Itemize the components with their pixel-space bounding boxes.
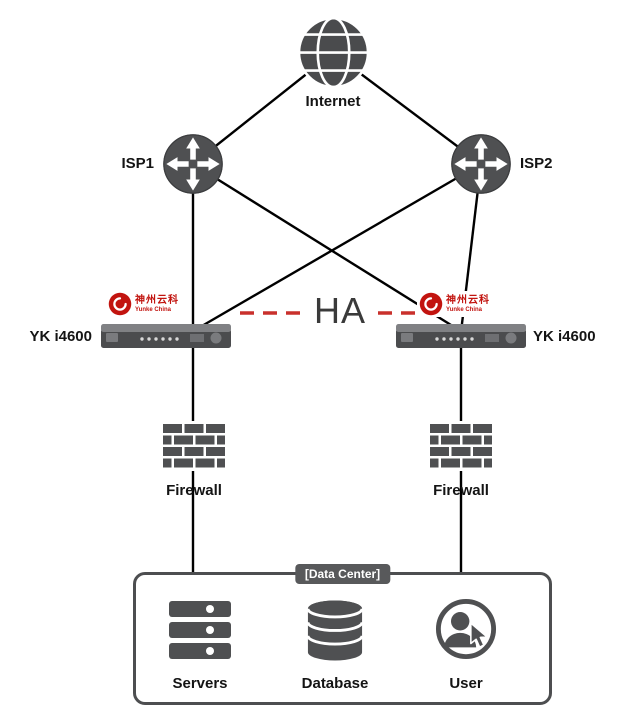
isp2-label: ISP2	[520, 155, 553, 172]
datacenter-badge: [Data Center]	[294, 564, 391, 584]
internet-globe-icon	[297, 16, 370, 89]
isp2-router-icon	[451, 134, 511, 194]
firewall-right-label: Firewall	[433, 482, 489, 499]
internet-label: Internet	[305, 93, 361, 110]
yunke-logo-right: 神州云科 Yunke China	[417, 291, 492, 317]
yunke-swirl-icon	[108, 292, 132, 316]
appliance-right-label: YK i4600	[533, 328, 596, 345]
firewall-left-label: Firewall	[166, 482, 222, 499]
yk-i4600-left-icon	[101, 324, 231, 348]
database-icon	[306, 600, 364, 661]
brand-name-cn: 神州云科	[135, 294, 179, 306]
servers-label: Servers	[172, 675, 228, 692]
link-isp2-appliance-left	[194, 162, 482, 332]
brick-wall-icon	[430, 424, 492, 468]
link-isp1-appliance-right	[192, 162, 460, 332]
datacenter-box: [Data Center] Servers D	[133, 564, 552, 705]
yunke-swirl-icon	[419, 292, 443, 316]
user-label: User	[449, 675, 483, 692]
yunke-logo-left: 神州云科 Yunke China	[106, 291, 181, 317]
brand-name-en: Yunke China	[446, 306, 483, 313]
isp1-router-icon	[163, 134, 223, 194]
brand-name-cn: 神州云科	[446, 294, 490, 306]
ha-label: HA	[306, 291, 374, 331]
servers-icon	[169, 601, 231, 659]
isp1-label: ISP1	[121, 155, 154, 172]
user-cursor-icon	[435, 598, 497, 660]
firewall-left-icon	[161, 421, 227, 471]
yk-i4600-right-icon	[396, 324, 526, 348]
brand-name-en: Yunke China	[135, 306, 172, 313]
firewall-right-icon	[428, 421, 494, 471]
brick-wall-icon	[163, 424, 225, 468]
database-label: Database	[301, 675, 369, 692]
appliance-left-label: YK i4600	[29, 328, 92, 345]
